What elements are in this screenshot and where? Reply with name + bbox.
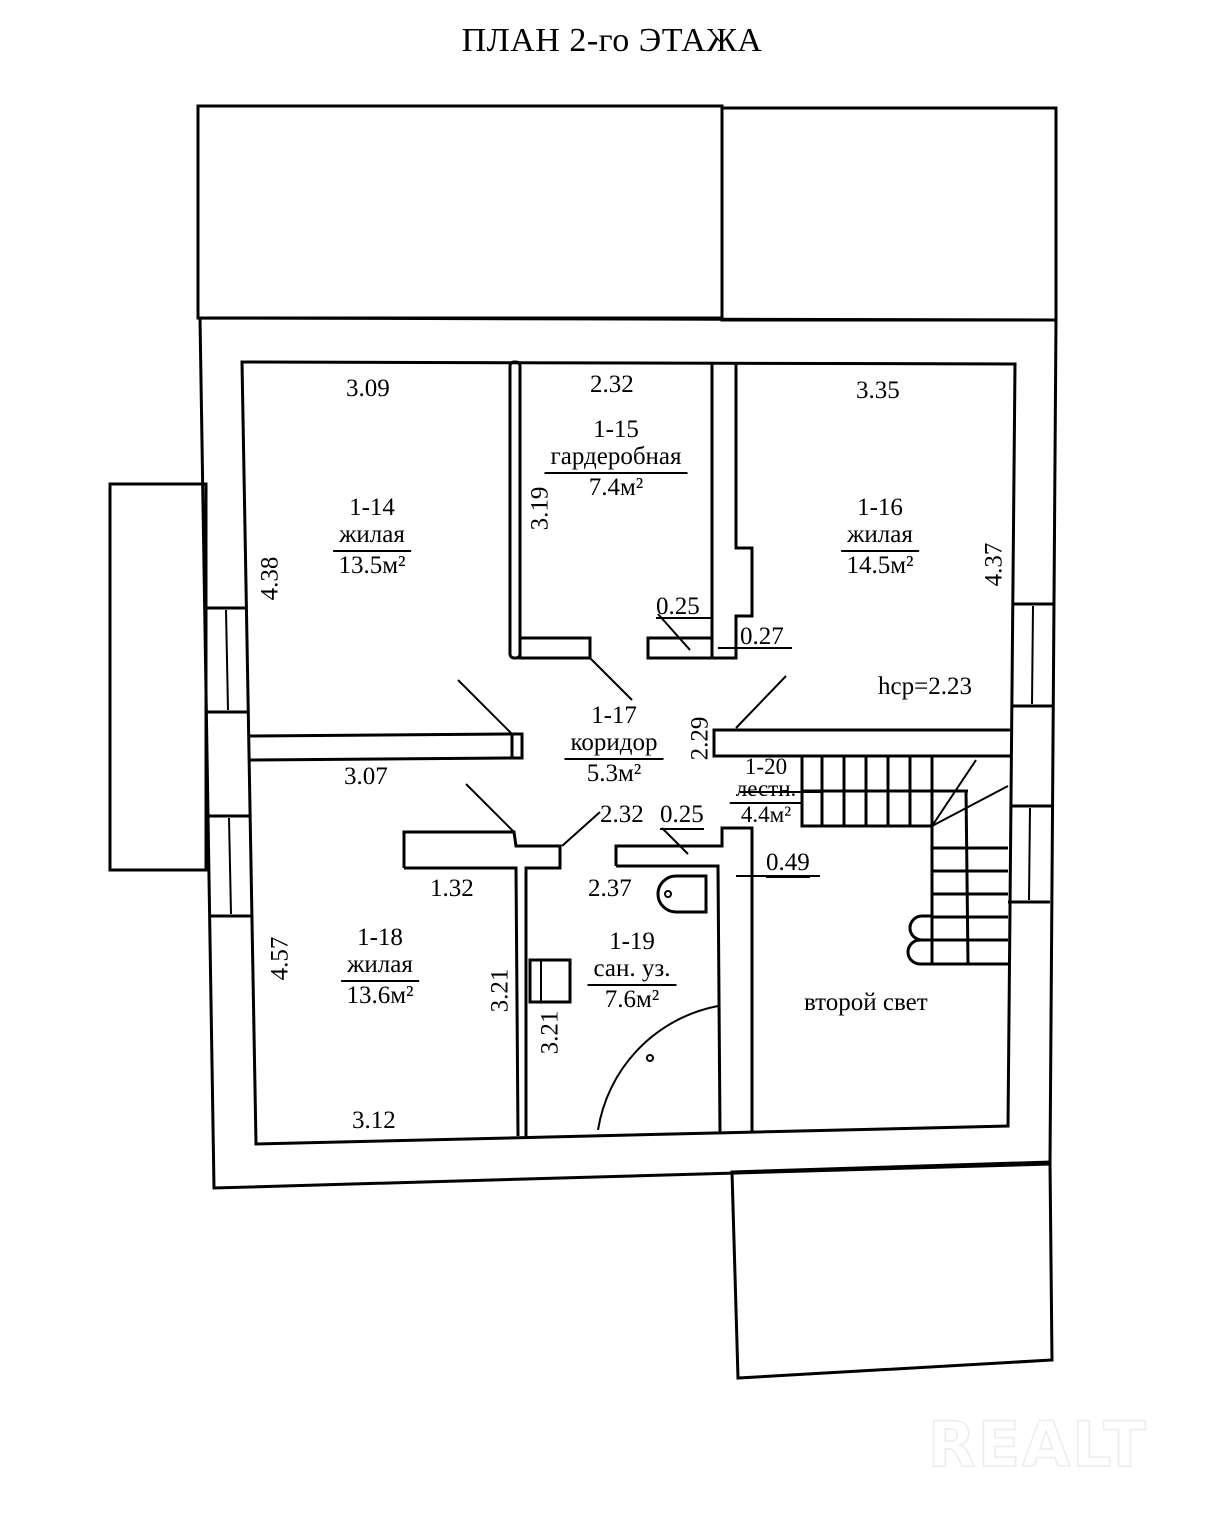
door-swing-19 bbox=[661, 827, 689, 855]
room-id: 1-19 bbox=[609, 928, 655, 955]
inner-wall bbox=[240, 360, 1017, 1146]
room-id: 1-20 bbox=[744, 754, 788, 779]
wall-18-top bbox=[402, 830, 562, 1136]
dim-r15-width: 2.32 bbox=[590, 371, 634, 398]
room-type: сан. уз. bbox=[587, 955, 677, 986]
room-1-14: 1-14 жилая 13.5м² bbox=[333, 494, 411, 579]
door-swing-15b bbox=[657, 613, 691, 651]
dim-r17-door: 0.25 bbox=[660, 801, 704, 830]
dim-r18-bottom: 3.12 bbox=[352, 1107, 396, 1134]
bathroom-fixture-dot bbox=[646, 1054, 654, 1062]
door-swing-15 bbox=[589, 657, 633, 701]
room-id: 1-16 bbox=[857, 494, 903, 521]
room-1-18: 1-18 жилая 13.6м² bbox=[341, 924, 419, 1009]
wall-15-bottom-left bbox=[518, 636, 592, 660]
wall-14-bottom bbox=[247, 732, 514, 762]
wall-18-right bbox=[404, 866, 520, 1137]
room-type: жилая bbox=[341, 951, 419, 982]
upper-left-block bbox=[196, 104, 724, 320]
wall-15-bottom-right bbox=[646, 636, 714, 660]
room-area: 5.3м² bbox=[586, 760, 642, 787]
wall-19-right bbox=[616, 864, 722, 1133]
room-type: жилая bbox=[841, 521, 919, 552]
cabinet-icon bbox=[528, 958, 572, 1004]
stair-mid-rail bbox=[964, 789, 970, 965]
wall-19-top bbox=[614, 826, 754, 1132]
door-swing-17 bbox=[561, 811, 601, 847]
room-id: 1-18 bbox=[357, 924, 403, 951]
room-id: 1-17 bbox=[591, 702, 637, 729]
window-right-1-mid bbox=[1031, 605, 1034, 705]
left-annex bbox=[108, 482, 208, 872]
room-type: жилая bbox=[333, 521, 411, 552]
sink-drain bbox=[664, 890, 672, 898]
room-id: 1-14 bbox=[349, 494, 395, 521]
wall-16-bottom bbox=[712, 728, 1010, 758]
winder-step-b bbox=[906, 938, 1006, 966]
dim-r16-width: 3.35 bbox=[856, 377, 900, 404]
dim-r16-niche: 0.27 bbox=[740, 623, 784, 650]
room-area: 4.4м² bbox=[740, 801, 792, 827]
stair-diag-2 bbox=[931, 785, 1009, 827]
dim-r19-height: 3.21 bbox=[536, 1010, 564, 1055]
door-swing-16 bbox=[735, 675, 787, 729]
room-1-17: 1-17 коридор 5.3м² bbox=[564, 702, 664, 787]
room-id: 1-15 bbox=[593, 416, 639, 443]
room-type: гардеробная bbox=[544, 443, 688, 474]
window-left-1-mid bbox=[225, 609, 229, 711]
bathroom-door-arc bbox=[597, 1005, 719, 1131]
dim-r15-door: 0.25 bbox=[656, 593, 700, 620]
dim-r18-height: 4.57 bbox=[266, 936, 294, 981]
bottom-right-annex bbox=[730, 1160, 1054, 1380]
room-type: коридор bbox=[564, 729, 664, 760]
room-area: 13.6м² bbox=[346, 982, 414, 1009]
window-right-2-mid bbox=[1028, 807, 1031, 901]
wall-14-bottom-end bbox=[510, 732, 524, 760]
dim-r18-right: 3.21 bbox=[486, 968, 514, 1013]
room-area: 13.5м² bbox=[338, 552, 406, 579]
wall-16-niche bbox=[712, 364, 754, 660]
door-swing-14 bbox=[457, 679, 513, 735]
winder-step-a bbox=[908, 914, 1006, 942]
room-area: 14.5м² bbox=[846, 552, 914, 579]
dim-r14-bottom: 3.07 bbox=[344, 763, 388, 790]
dim-r18-top: 1.32 bbox=[430, 875, 474, 902]
dim-r17-height: 2.29 bbox=[686, 716, 714, 761]
room-1-19: 1-19 сан. уз. 7.6м² bbox=[587, 928, 677, 1013]
room-1-20: 1-20 лестн. 4.4м² bbox=[729, 754, 803, 827]
plan-title: ПЛАН 2-го ЭТАЖА bbox=[461, 22, 763, 59]
room-area: 7.4м² bbox=[588, 474, 644, 501]
realt-watermark-text: REALT bbox=[927, 1407, 1148, 1482]
room-1-15: 1-15 гардеробная 7.4м² bbox=[544, 416, 688, 501]
dim-r14-width: 3.09 bbox=[346, 375, 390, 402]
room-1-16: 1-16 жилая 14.5м² bbox=[841, 494, 919, 579]
ceiling-height: hср=2.23 bbox=[878, 673, 972, 700]
stair-diag-1 bbox=[931, 759, 977, 827]
upper-right-block bbox=[720, 106, 1058, 322]
door-swing-18 bbox=[465, 783, 515, 833]
sink-icon bbox=[656, 874, 708, 914]
dim-r14-height: 4.38 bbox=[256, 556, 284, 601]
dim-r17-width: 2.32 bbox=[600, 801, 644, 828]
window-left-2-mid bbox=[228, 817, 232, 915]
room-area: 7.6м² bbox=[604, 986, 660, 1013]
room-type: лестн. bbox=[729, 777, 803, 804]
second-light-label: второй свет bbox=[804, 989, 928, 1016]
wall-14-15 bbox=[508, 360, 522, 660]
stair-treads bbox=[820, 756, 1008, 942]
dim-r16-height: 4.37 bbox=[980, 542, 1008, 587]
dim-r19-top: 2.37 bbox=[588, 875, 632, 902]
dim-r20-gap: 0.49 bbox=[766, 849, 810, 878]
